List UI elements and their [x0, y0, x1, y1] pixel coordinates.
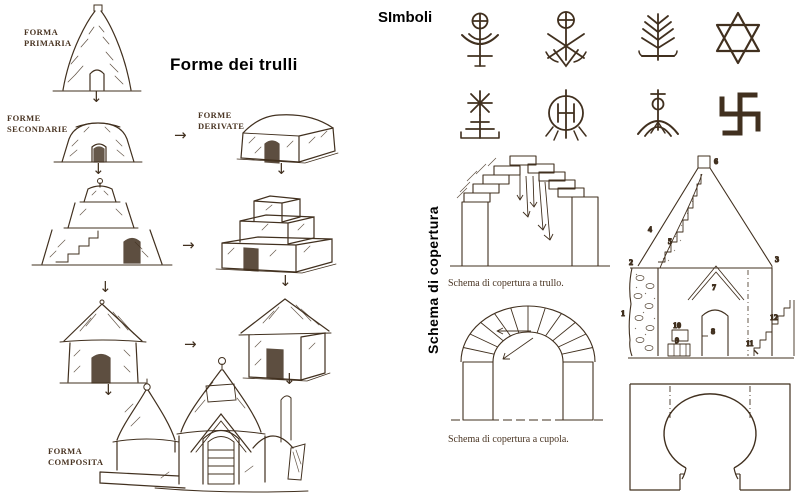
tiered-trullo-drawing — [22, 175, 177, 270]
arched-staff-emblem-icon — [630, 86, 686, 150]
circled-monogram-icon — [538, 86, 594, 150]
cross-orb-over-crescents-icon — [452, 8, 508, 72]
svg-text:2: 2 — [629, 258, 633, 267]
corbel-covering-scheme-drawing — [448, 152, 613, 274]
svg-text:7: 7 — [712, 283, 716, 292]
svg-text:1: 1 — [621, 309, 625, 318]
page-title: Forme dei trulli — [170, 55, 298, 74]
flow-arrow-right: → — [174, 126, 187, 144]
flow-arrow-down: ↓ — [92, 160, 105, 178]
cylindrical-cone-roof-trullo-drawing — [50, 298, 155, 388]
tree-of-life-icon — [630, 8, 686, 72]
svg-text:10: 10 — [673, 321, 681, 330]
label-forme-derivate: FORME DERIVATE — [198, 110, 245, 132]
svg-text:12: 12 — [770, 313, 778, 322]
cross-orb-anchor-figure-icon — [538, 8, 594, 72]
label-forme-secondarie: FORME SECONDARIE — [7, 113, 68, 135]
label-forma-composita: FORMA COMPOSITA — [48, 446, 104, 468]
flow-arrow-right: → — [182, 236, 195, 254]
star-of-david-icon — [710, 8, 766, 68]
svg-text:11: 11 — [746, 339, 754, 348]
flow-arrow-down: ↓ — [90, 88, 103, 106]
symbols-title: SImboli — [378, 9, 433, 26]
derived-pyramid-roof-trullo-drawing — [235, 293, 335, 385]
derived-stepped-pyramid-trullo-drawing — [210, 182, 340, 274]
svg-text:3: 3 — [775, 255, 779, 264]
flow-arrow-down: ↓ — [279, 272, 292, 290]
flow-arrow-down: ↓ — [275, 160, 288, 178]
label-forma-primaria: FORMA PRIMARIA — [24, 27, 72, 49]
caption-corbel-scheme: Schema di copertura a trullo. — [448, 278, 564, 289]
star-on-staff-icon — [452, 86, 508, 150]
derived-squat-block-trullo-drawing — [235, 103, 340, 165]
svg-text:4: 4 — [648, 225, 652, 234]
composite-multi-cone-trullo-drawing — [95, 352, 310, 498]
svg-text:8: 8 — [711, 327, 715, 336]
flow-arrow-right: → — [184, 335, 197, 353]
covering-section-label: Schema di copertura — [425, 206, 441, 354]
caption-cupola-scheme: Schema di copertura a cupola. — [448, 434, 569, 445]
hooked-cross-icon — [712, 86, 768, 146]
cupola-covering-scheme-drawing — [443, 298, 613, 430]
svg-text:5: 5 — [668, 237, 672, 246]
svg-text:9: 9 — [675, 336, 679, 345]
flow-arrow-down: ↓ — [102, 381, 115, 399]
svg-text:6: 6 — [714, 157, 718, 166]
primary-cone-trullo-drawing — [45, 2, 150, 97]
trullo-cross-section-drawing: 1 2 3 4 5 6 7 8 9 10 11 12 — [620, 148, 798, 376]
flow-arrow-down: ↓ — [283, 370, 296, 388]
flow-arrow-down: ↓ — [99, 278, 112, 296]
secondary-dome-trullo-drawing — [48, 110, 148, 168]
trullo-plan-drawing — [622, 376, 797, 498]
